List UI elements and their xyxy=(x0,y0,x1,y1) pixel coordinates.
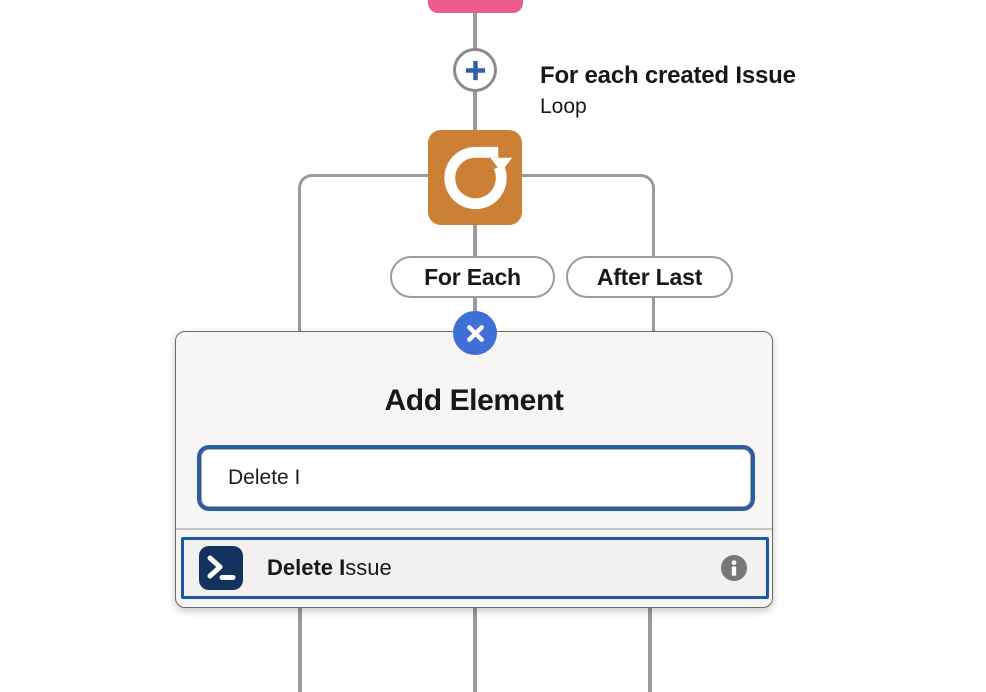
after-last-connector xyxy=(520,174,655,337)
element-search-input[interactable] xyxy=(201,449,751,507)
plus-icon xyxy=(462,57,489,84)
branch-label-for-each: For Each xyxy=(390,256,555,298)
connector-line xyxy=(473,90,477,131)
loop-node-title: For each created Issue xyxy=(540,62,796,89)
search-field-focus-ring xyxy=(197,445,755,511)
for-each-connector-lower xyxy=(473,604,477,692)
search-result-delete-issue[interactable]: Delete Issue xyxy=(181,537,769,599)
add-element-popup: Add Element Delete Issue xyxy=(175,331,773,608)
popup-title: Add Element xyxy=(384,384,564,417)
branch-label-text: For Each xyxy=(424,263,521,290)
previous-element-node[interactable] xyxy=(428,0,523,13)
result-label: Delete Issue xyxy=(267,555,392,581)
result-label-match: Delete I xyxy=(267,555,346,580)
result-info-button[interactable] xyxy=(721,555,747,581)
branch-label-text: After Last xyxy=(596,263,703,290)
close-icon xyxy=(464,322,487,345)
branch-label-after-last: After Last xyxy=(566,256,733,298)
loop-back-connector-lower xyxy=(298,604,302,692)
info-icon xyxy=(721,555,747,581)
terminal-icon xyxy=(199,546,243,590)
loop-icon xyxy=(428,130,522,225)
loop-node[interactable] xyxy=(428,130,522,225)
popup-divider xyxy=(176,528,772,530)
after-last-connector-lower xyxy=(648,604,652,692)
loop-node-type: Loop xyxy=(540,95,587,118)
result-label-rest: ssue xyxy=(345,555,392,580)
connector-line xyxy=(473,12,477,49)
loop-back-connector xyxy=(298,174,433,337)
close-popup-button[interactable] xyxy=(453,311,497,355)
loop-node-label: For each created Issue Loop xyxy=(540,62,796,119)
add-element-plus-button[interactable] xyxy=(453,48,497,92)
